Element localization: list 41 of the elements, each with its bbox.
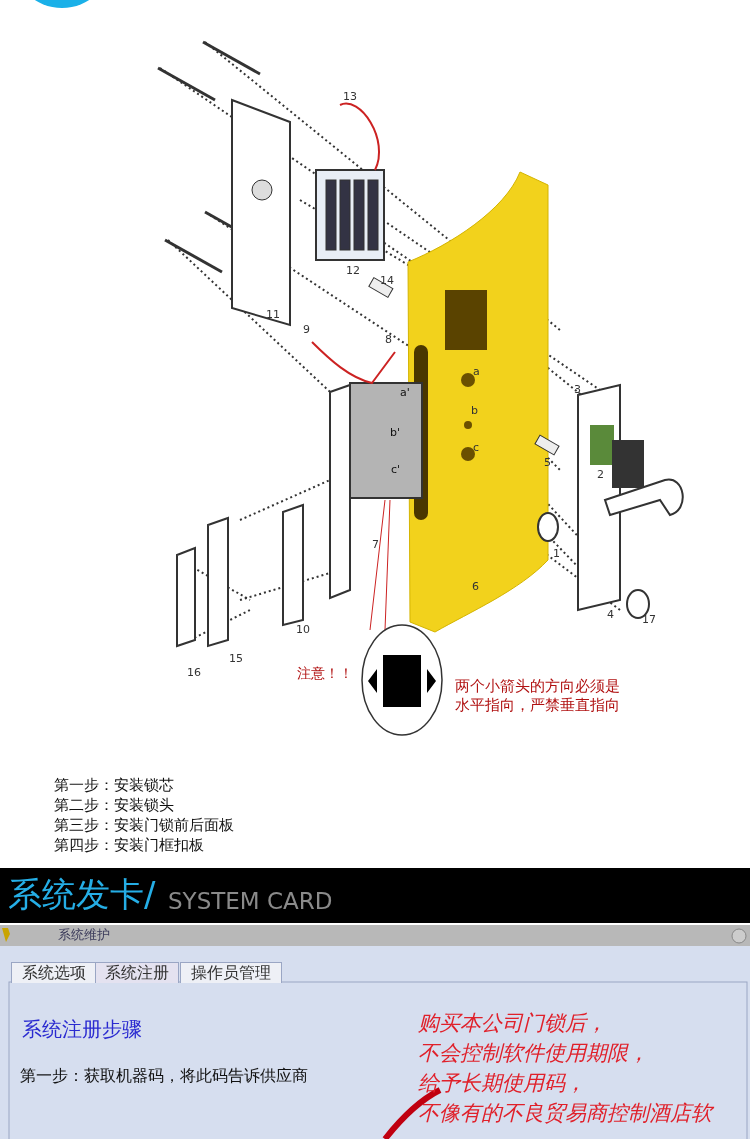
section-subtitle: SYSTEM CARD xyxy=(168,887,333,916)
callout-number: c xyxy=(473,441,480,455)
callout-number: a xyxy=(473,365,480,379)
step-text: 第二步：安装锁头 xyxy=(54,796,174,815)
tab: 系统选项 xyxy=(11,962,97,983)
step-text: 第三步：安装门锁前后面板 xyxy=(54,816,234,835)
callout-number: 13 xyxy=(343,90,357,104)
tab: 操作员管理 xyxy=(180,962,282,983)
tab: 系统注册 xyxy=(95,962,179,983)
callout-number: 5 xyxy=(544,456,551,470)
callout-number: 3 xyxy=(574,383,581,397)
step-text: 第一步：获取机器码，将此码告诉供应商 xyxy=(20,1066,308,1086)
promo-note: 不会控制软件使用期限， xyxy=(418,1040,649,1067)
callout-number: b xyxy=(471,404,478,418)
callout-number: 1 xyxy=(553,547,560,561)
callout-number: 4 xyxy=(607,608,614,622)
callout-number: 11 xyxy=(266,308,280,322)
callout-number: c' xyxy=(391,463,401,477)
callout-number: 16 xyxy=(187,666,201,680)
callout-number: a' xyxy=(400,386,410,400)
promo-note: 购买本公司门锁后， xyxy=(418,1010,607,1037)
window-title: 系统维护 xyxy=(58,927,110,944)
callout-number: 12 xyxy=(346,264,360,278)
instruction-note: 两个小箭头的方向必须是水平指向，严禁垂直指向 xyxy=(455,677,621,715)
callout-number: 2 xyxy=(597,468,604,482)
callout-number: b' xyxy=(390,426,400,440)
callout-number: 17 xyxy=(642,613,656,627)
panel-heading: 系统注册步骤 xyxy=(22,1017,142,1042)
step-text: 第四步：安装门框扣板 xyxy=(54,836,204,855)
promo-note: 不像有的不良贸易商控制酒店软 xyxy=(418,1100,712,1127)
callout-number: 6 xyxy=(472,580,479,594)
callout-number: 7 xyxy=(372,538,379,552)
callout-number: 9 xyxy=(303,323,310,337)
step-text: 第一步：安装锁芯 xyxy=(54,776,174,795)
section-title: 系统发卡/ xyxy=(8,873,156,916)
callout-number: 10 xyxy=(296,623,310,637)
callout-number: 8 xyxy=(385,333,392,347)
warning-note: 注意！！ xyxy=(297,665,353,683)
promo-note: 给予长期使用码， xyxy=(418,1070,586,1097)
callout-number: 14 xyxy=(380,274,394,288)
callout-number: 15 xyxy=(229,652,243,666)
